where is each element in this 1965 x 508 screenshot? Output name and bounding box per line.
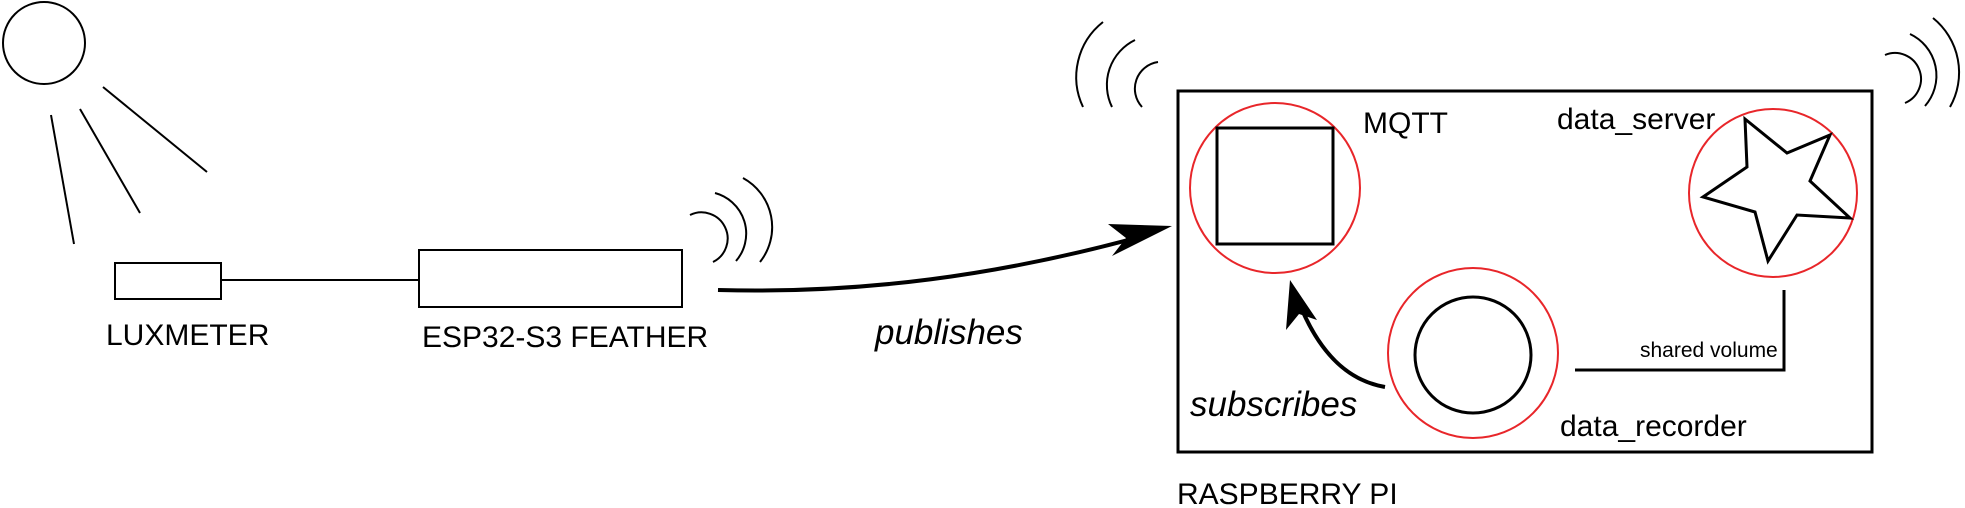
esp32-board bbox=[418, 249, 683, 308]
sun-icon bbox=[2, 1, 208, 245]
wifi-signal-icon bbox=[1884, 17, 1961, 108]
wifi-signal-icon bbox=[1075, 21, 1159, 108]
data-recorder-label: data_recorder bbox=[1560, 410, 1747, 443]
data-server-label: data_server bbox=[1557, 103, 1715, 136]
subscribes-label: subscribes bbox=[1190, 385, 1357, 424]
data-recorder-service bbox=[1387, 267, 1559, 439]
publishes-label: publishes bbox=[874, 313, 1023, 352]
luxmeter-label: LUXMETER bbox=[106, 319, 269, 352]
data-server-service bbox=[1688, 108, 1858, 278]
shared-volume-connector bbox=[1575, 290, 1786, 372]
square-icon bbox=[1215, 126, 1335, 246]
raspberry-pi-box bbox=[1176, 89, 1874, 454]
publishes-arrowhead bbox=[1108, 224, 1172, 256]
mqtt-service bbox=[1189, 102, 1361, 274]
publishes-arrow bbox=[717, 232, 1151, 293]
circle-icon bbox=[1413, 295, 1533, 415]
star-icon bbox=[1699, 115, 1855, 265]
mqtt-label: MQTT bbox=[1363, 107, 1448, 140]
subscribes-arrowhead bbox=[1286, 280, 1317, 330]
subscribes-arrow bbox=[1301, 311, 1386, 389]
luxmeter-device bbox=[114, 262, 222, 300]
esp32-label: ESP32-S3 FEATHER bbox=[422, 321, 708, 354]
wifi-signal-icon bbox=[689, 177, 774, 263]
raspberry-pi-label: RASPBERRY PI bbox=[1177, 478, 1398, 508]
shared-volume-label: shared volume bbox=[1640, 339, 1778, 362]
